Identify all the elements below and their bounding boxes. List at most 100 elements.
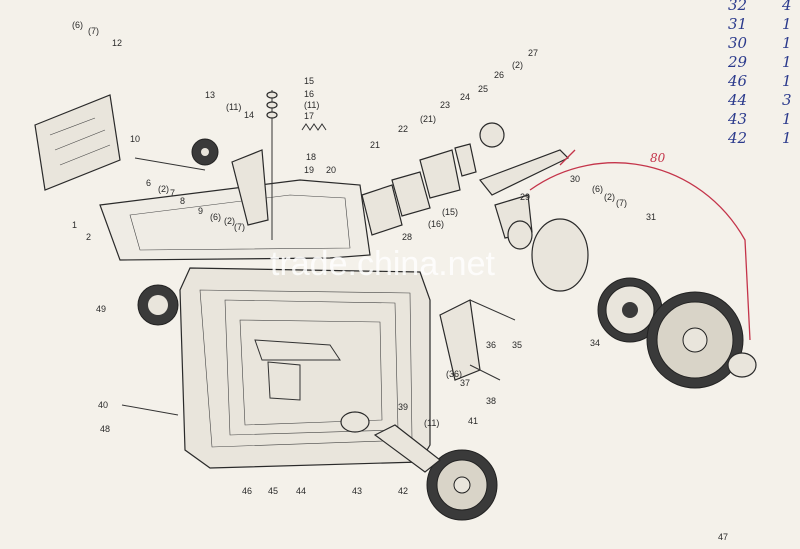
lever-assembly	[439, 299, 481, 381]
handwritten-part-number: 42	[727, 129, 747, 147]
callout-label: (7)	[616, 198, 627, 208]
callout-label: 43	[352, 486, 362, 496]
callout-label: 20	[326, 165, 336, 175]
callout-label: 44	[296, 486, 306, 496]
callout-label: 39	[398, 402, 408, 412]
callout-label: (2)	[224, 216, 235, 226]
handwritten-quantity: 1	[782, 110, 792, 128]
callout-label: (36)	[446, 369, 462, 379]
callout-label: 36	[486, 340, 496, 350]
callout-label: 47	[718, 532, 728, 542]
callout-label: 6	[146, 178, 151, 188]
splined-shaft	[373, 424, 441, 473]
large-gear	[646, 291, 744, 389]
handwritten-quantity: 1	[782, 129, 792, 147]
handwritten-quantity: 1	[782, 53, 792, 71]
callout-label: 8	[180, 196, 185, 206]
callout-label: (6)	[592, 184, 603, 194]
handwritten-quantity: 4	[781, 0, 792, 14]
callout-label: 30	[570, 174, 580, 184]
handwritten-part-number: 32	[728, 0, 747, 14]
callout-label: 48	[100, 424, 110, 434]
callout-label: (7)	[88, 26, 99, 36]
callout-label: (7)	[234, 222, 245, 232]
callout-label: (11)	[226, 102, 241, 112]
handwritten-quantity: 1	[782, 15, 792, 33]
callout-label: 49	[96, 304, 106, 314]
callout-label: (11)	[304, 100, 319, 110]
bracket	[231, 149, 269, 226]
handwritten-part-number: 30	[728, 34, 748, 52]
callout-label: 38	[486, 396, 496, 406]
bearing-cover	[531, 218, 589, 292]
bushing	[727, 352, 757, 378]
watermark-text: trade.china.net	[270, 245, 495, 283]
callout-label: 42	[398, 486, 408, 496]
handwritten-part-number: 31	[728, 15, 747, 33]
callout-label: 19	[304, 165, 314, 175]
handwritten-part-number: 43	[727, 110, 747, 128]
handwritten-mark	[559, 149, 576, 166]
callout-label: 13	[205, 90, 215, 100]
callout-label: (2)	[512, 60, 523, 70]
lower-gear	[426, 449, 498, 521]
spoked-gear	[597, 277, 663, 343]
callout-label: 46	[242, 486, 252, 496]
callout-label: 25	[478, 84, 488, 94]
callout-label: 18	[306, 152, 316, 162]
callout-label: 9	[198, 206, 203, 216]
spring	[301, 123, 327, 131]
callout-label: 28	[402, 232, 412, 242]
callout-label: 10	[130, 134, 140, 144]
callout-label: 35	[512, 340, 522, 350]
callout-label: 41	[468, 416, 478, 426]
callout-label: 24	[460, 92, 470, 102]
callout-label: 37	[460, 378, 470, 388]
callout-label: (6)	[210, 212, 221, 222]
callout-label: (21)	[420, 114, 436, 124]
callout-label: 31	[646, 212, 656, 222]
callout-label: 14	[244, 110, 254, 120]
callout-label: (6)	[72, 20, 83, 30]
callout-label: (11)	[424, 418, 439, 428]
callout-label: 26	[494, 70, 504, 80]
callout-label: 34	[590, 338, 600, 348]
handwritten-part-number: 44	[727, 91, 747, 109]
handwritten-part-number: 46	[727, 72, 748, 90]
callout-label: (15)	[442, 207, 458, 217]
bolt	[121, 404, 179, 416]
callout-label: 15	[304, 76, 314, 86]
handwritten-part-number: 29	[727, 53, 748, 71]
callout-label: 23	[440, 100, 450, 110]
callout-label: 1	[72, 220, 77, 230]
handwritten-arrow	[529, 162, 751, 341]
callout-label: 7	[170, 188, 175, 198]
callout-label: (2)	[604, 192, 615, 202]
callout-label: 17	[304, 111, 314, 121]
bearing	[340, 411, 370, 433]
callout-label: 29	[520, 192, 530, 202]
handwritten-note: 80	[650, 151, 666, 165]
callout-label: 21	[370, 140, 380, 150]
small-gear	[191, 138, 219, 166]
oil-seal	[137, 284, 179, 326]
callout-label: (16)	[428, 219, 444, 229]
callout-label: 40	[98, 400, 108, 410]
handwritten-quantity: 1	[782, 72, 792, 90]
callout-label: 12	[112, 38, 122, 48]
handwritten-quantity: 3	[782, 91, 792, 109]
gasket-set	[361, 122, 505, 236]
callout-label: 22	[398, 124, 408, 134]
cover-plate	[34, 94, 121, 191]
callout-label: (2)	[158, 184, 169, 194]
handwritten-quantity: 1	[782, 34, 792, 52]
upper-frame	[99, 179, 371, 261]
callout-label: 16	[304, 89, 314, 99]
shaft-10	[134, 157, 206, 171]
shift-fork-upper	[479, 149, 570, 196]
callout-label: 45	[268, 486, 278, 496]
